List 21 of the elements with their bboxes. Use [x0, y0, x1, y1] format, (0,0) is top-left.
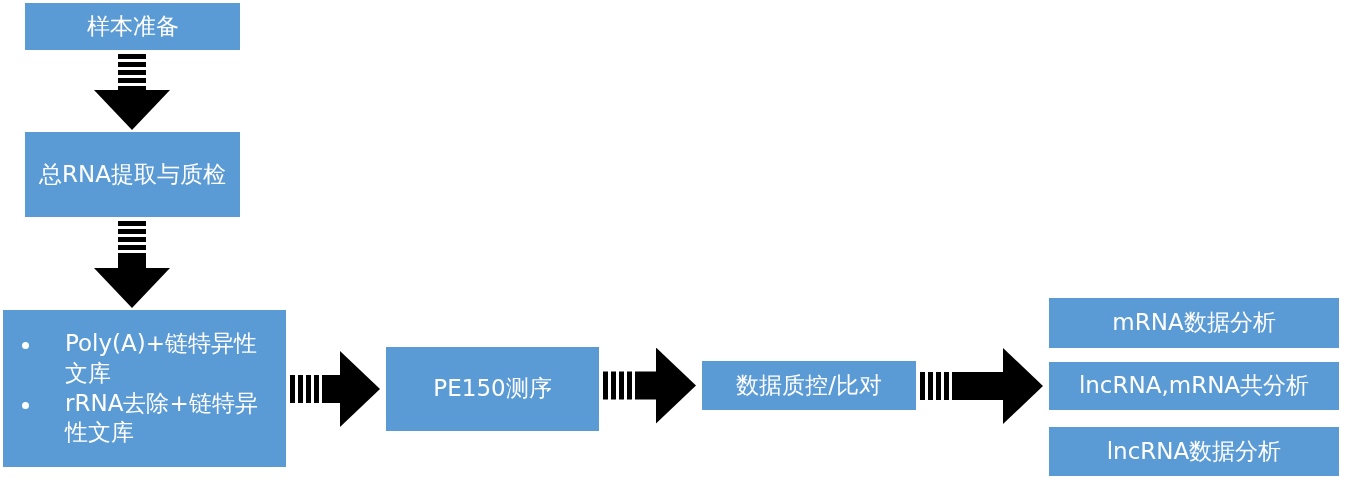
box-label: 数据质控/比对 — [736, 370, 882, 400]
box-label: 样本准备 — [86, 11, 179, 41]
striped-arrow — [94, 221, 170, 308]
process-box — [25, 3, 240, 50]
process-box — [25, 132, 240, 217]
process-box — [1049, 298, 1339, 348]
box-label: PE150测序 — [433, 374, 552, 404]
box-label: lncRNA数据分析 — [1106, 436, 1282, 466]
striped-arrow — [290, 351, 380, 427]
bullet-text: rRNA去除+链特异性文库 — [65, 389, 258, 446]
process-box — [1049, 362, 1339, 410]
box-label: mRNA数据分析 — [1112, 308, 1276, 338]
box-label: 总RNA提取与质检 — [39, 159, 226, 189]
process-box — [702, 361, 916, 410]
box-label: lncRNA,mRNA共分析 — [1078, 371, 1310, 401]
process-box — [1049, 427, 1339, 476]
process-box — [3, 310, 286, 467]
striped-arrow — [603, 347, 696, 424]
striped-arrow — [920, 348, 1043, 424]
striped-arrow — [94, 54, 170, 130]
process-box — [386, 347, 599, 431]
